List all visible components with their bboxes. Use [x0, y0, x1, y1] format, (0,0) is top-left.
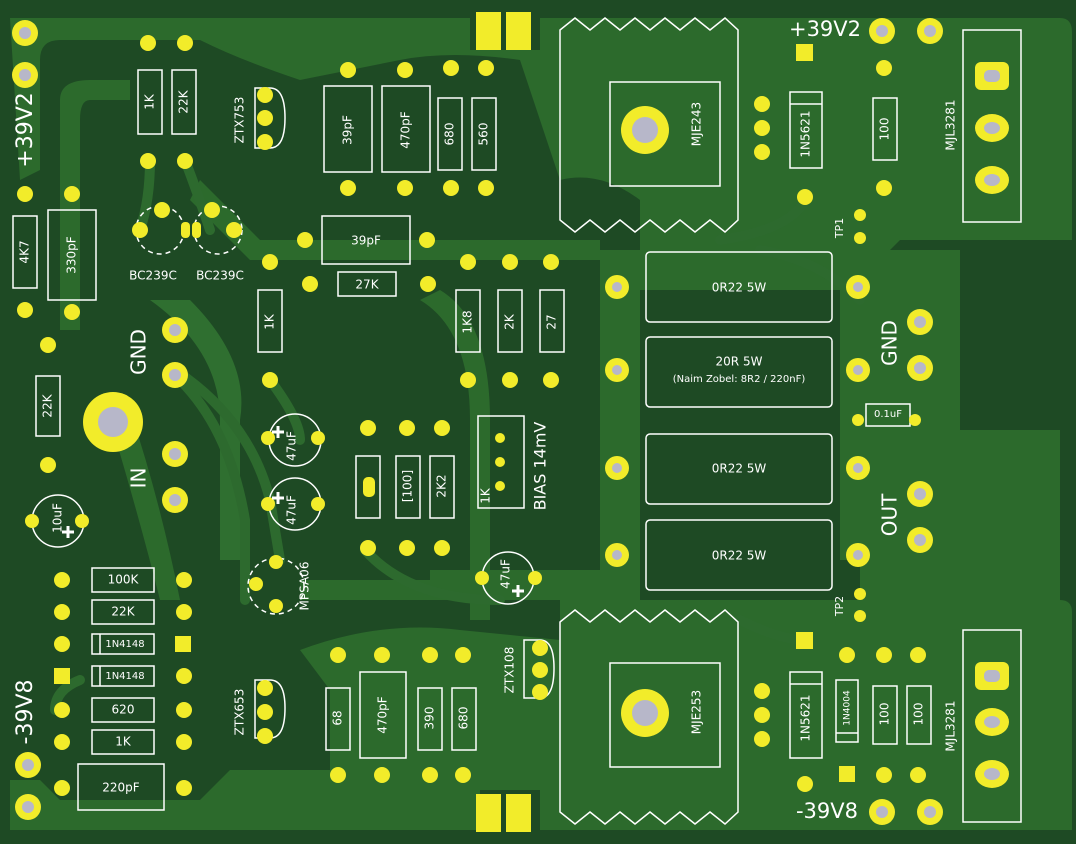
comp-r27: 27 — [545, 314, 559, 329]
comp-r680-a: 680 — [443, 123, 457, 146]
label-gnd-in: GND — [127, 329, 151, 375]
comp-r22k-top: 22K — [177, 89, 191, 113]
comp-r20r: 20R 5W — [716, 355, 763, 369]
comp-1n4004: 1N4004 — [843, 690, 853, 726]
copper-layer — [10, 18, 1072, 830]
comp-ztx653: ZTX653 — [233, 689, 247, 736]
comp-r2k2: 2K2 — [435, 474, 449, 497]
mounting-holes — [83, 106, 669, 737]
label-out: OUT — [878, 493, 902, 536]
fuse-blocks — [476, 12, 531, 832]
comp-c0u1: 0.1uF — [874, 409, 902, 420]
comp-r0r22-a: 0R22 5W — [712, 281, 767, 295]
comp-ztx753: ZTX753 — [233, 97, 247, 144]
label-v-neg-right: -39V8 — [796, 799, 858, 823]
comp-ztx108: ZTX108 — [503, 647, 517, 694]
comp-r1k-b: 1K — [115, 735, 132, 749]
comp-r560: 560 — [477, 123, 491, 146]
label-v-neg-left: -39V8 — [13, 680, 38, 745]
silkscreen-text: +39V2 -39V8 +39V2 -39V8 GND IN GND OUT B… — [13, 17, 958, 823]
comp-mpsa06: MPSA06 — [298, 562, 312, 611]
comp-r1k8: 1K8 — [461, 310, 475, 333]
label-bias: BIAS 14mV — [531, 422, 550, 511]
comp-mjl3281-top: MJL3281 — [944, 99, 958, 150]
comp-c470pf-b: 470pF — [376, 696, 390, 734]
label-v-pos-right: +39V2 — [789, 17, 861, 41]
comp-mjl3281-bot: MJL3281 — [944, 700, 958, 751]
component-bodies — [12, 29, 1022, 823]
comp-r4k7: 4K7 — [18, 240, 32, 263]
label-gnd-out: GND — [878, 320, 902, 366]
comp-1n5621-bot: 1N5621 — [799, 694, 813, 741]
comp-c220pf: 220pF — [102, 781, 140, 795]
comp-mje243: MJE243 — [690, 102, 704, 146]
comp-r390: 390 — [423, 707, 437, 730]
comp-cap10: 10uF — [51, 503, 65, 533]
comp-1n4148-a: 1N4148 — [105, 639, 144, 650]
comp-r680-b: 680 — [457, 707, 471, 730]
comp-r100-b: 100 — [878, 703, 892, 726]
comp-r100-c: 100 — [912, 703, 926, 726]
comp-bc239c-b: BC239C — [196, 269, 244, 283]
comp-1n4148-b: 1N4148 — [105, 671, 144, 682]
comp-r22k-b: 22K — [111, 605, 135, 619]
comp-c39pf-b: 39pF — [351, 234, 381, 248]
comp-r620: 620 — [112, 703, 135, 717]
comp-r100k: 100K — [108, 573, 140, 587]
label-tp1: TP1 — [833, 218, 846, 239]
label-tp2: TP2 — [833, 596, 846, 617]
comp-trim1k: 1K — [479, 487, 493, 504]
drill-holes — [19, 25, 1000, 818]
comp-r1k-mid: 1K — [263, 313, 277, 330]
comp-r0r22-b: 0R22 5W — [712, 462, 767, 476]
polarity-markers — [62, 426, 524, 597]
comp-r68: 68 — [331, 710, 345, 725]
comp-c330pf: 330pF — [65, 236, 79, 274]
label-v-pos-left: +39V2 — [13, 92, 38, 167]
comp-r2k: 2K — [503, 313, 517, 330]
comp-r0r22-c: 0R22 5W — [712, 549, 767, 563]
heatsink-outlines — [559, 17, 739, 825]
comp-cap47-c: 47uF — [499, 559, 513, 589]
comp-c470pf-a: 470pF — [399, 111, 413, 149]
comp-r1k-top: 1K — [143, 93, 157, 110]
comp-r27k: 27K — [355, 278, 379, 292]
comp-r100-bracket: [100] — [401, 470, 415, 502]
comp-1n5621-top: 1N5621 — [799, 110, 813, 157]
label-in: IN — [127, 468, 151, 489]
comp-c39pf-a: 39pF — [341, 115, 355, 145]
comp-mje253: MJE253 — [690, 690, 704, 734]
comp-bc239c-a: BC239C — [129, 269, 177, 283]
comp-r22k-left: 22K — [41, 393, 55, 417]
comp-cap47-b: 47uF — [285, 495, 299, 525]
comp-zobel-note: (Naim Zobel: 8R2 / 220nF) — [673, 374, 806, 385]
comp-r100-top: 100 — [878, 118, 892, 141]
comp-cap47-a: 47uF — [285, 431, 299, 461]
